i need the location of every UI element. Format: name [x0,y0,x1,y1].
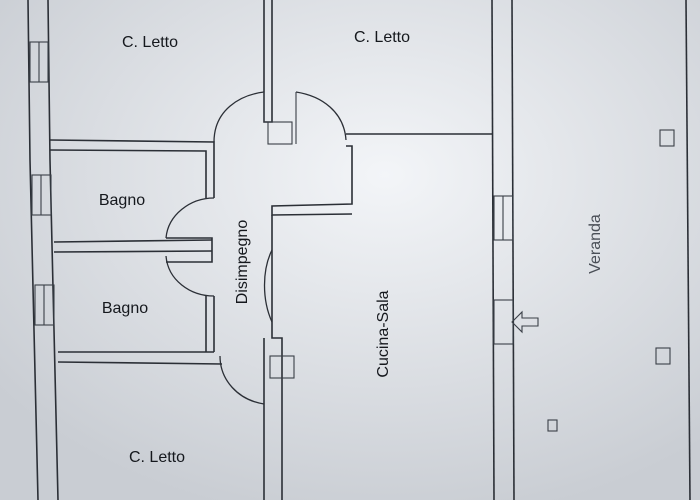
room-label-bedroom-bottom: C. Letto [129,449,185,466]
room-label-bedroom-top-left: C. Letto [122,34,178,51]
room-label-bedroom-top-right: C. Letto [354,29,410,46]
room-label-bathroom-lower: Bagno [102,300,148,317]
veranda-column-top [659,129,675,147]
hallway-bottom-jamb [269,355,295,379]
hallway-door-arc-right [263,249,273,323]
window-left-top [29,41,49,83]
bathrooms-walls [53,237,223,365]
room-label-veranda: Veranda [587,214,604,274]
window-left-middle [31,174,52,216]
hallway-top-doors [213,91,347,145]
kitchen-left-wall [271,215,283,500]
door-to-veranda [493,299,514,345]
room-label-kitchen-living: Cucina-Sala [375,290,392,377]
bathroom-upper-door-arc [165,197,215,239]
right-exterior-wall [491,0,515,500]
left-exterior-wall [27,0,59,500]
room-label-hallway: Disimpegno [234,220,251,305]
veranda-column-bottom [655,347,671,365]
window-left-lower [34,284,55,326]
entrance-arrow-icon [511,310,539,334]
bedroom-bottom-door-arc [219,355,265,405]
room-label-bathroom-upper: Bagno [99,192,145,209]
veranda-small-post [547,419,558,432]
kitchen-hallway-jog [271,145,353,216]
wall-under-top-left-bedroom-inner [49,149,207,198]
veranda-outer-wall [685,0,691,500]
